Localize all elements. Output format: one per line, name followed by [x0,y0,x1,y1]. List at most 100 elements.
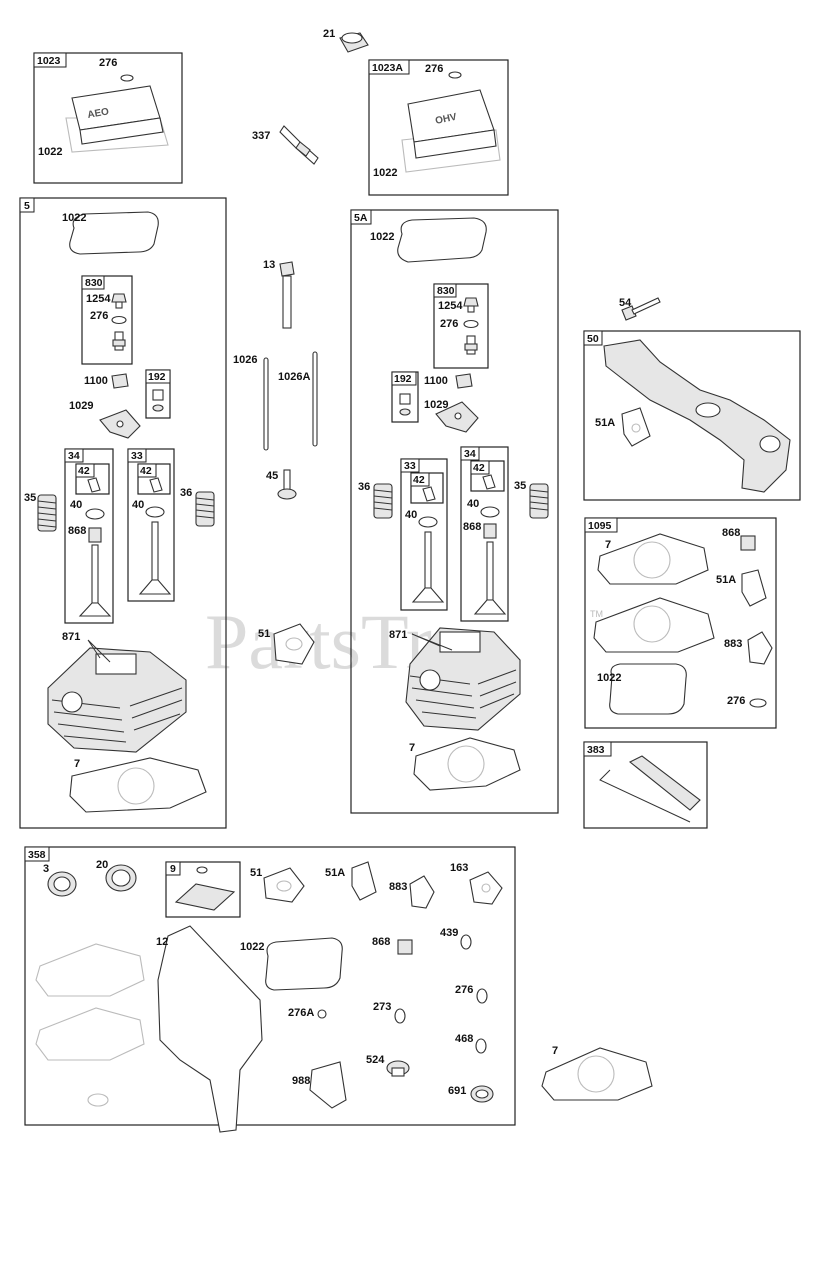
group-5a-box [350,209,559,814]
exhaust-valve-right[interactable] [473,541,507,615]
intake-valve-right[interactable] [411,531,445,603]
washer-276-kit1095[interactable] [749,698,767,708]
group-42-tag-l1 [75,463,95,478]
valve-seal-868-kit1095[interactable] [740,535,756,551]
label-871-b: 871 [389,629,407,641]
retainer-40-l2[interactable] [145,506,165,518]
washer-276a[interactable] [317,1009,327,1019]
push-rod-1026a[interactable] [312,351,318,447]
intake-gasket-51-center[interactable] [273,623,315,665]
valve-spring-36-right[interactable] [373,483,393,519]
retainer-40-r1[interactable] [418,516,438,528]
washer-276-top-left[interactable] [120,74,134,82]
group-34-label-right: 34 [464,448,476,460]
rocker-arm-1029-right[interactable] [435,401,479,433]
rocker-arm-1029-left[interactable] [99,409,141,439]
head-gasket-kit1095-b[interactable] [593,597,715,653]
valve-cover-1023a[interactable]: OHV [401,89,501,173]
group-5-label: 5 [24,200,30,212]
spark-plug-337[interactable] [279,125,319,165]
oring-439[interactable] [460,934,472,950]
group-192-tag-left [145,369,171,384]
adjust-nut-1254-right[interactable] [463,297,479,313]
gasket-51a-box50[interactable] [621,407,651,447]
gasket-51a-kit358[interactable] [351,861,377,901]
valve-seal-868-right[interactable] [483,523,497,539]
keeper-42-r2[interactable] [482,474,496,490]
washer-276-box5[interactable] [111,315,127,325]
valve-spring-35-right[interactable] [529,483,549,519]
group-33-box-right [400,458,448,611]
head-gasket-7-kit1095[interactable] [597,533,709,585]
kit9-washer[interactable] [196,866,208,874]
group-34-box-left [64,448,114,624]
oil-seal-3[interactable] [47,871,77,897]
gasket-1022-kit358[interactable] [265,937,343,991]
rocker-stud-right[interactable] [464,335,478,355]
rocker-stud-left[interactable] [112,331,126,351]
guide-plate-1100-right[interactable] [455,373,473,389]
retainer-40-r2[interactable] [480,506,500,518]
gasket-163[interactable] [469,871,503,905]
gasket-883-kit358[interactable] [409,875,435,909]
leader-871-right [411,633,453,651]
washer-276-kit358[interactable] [476,988,488,1004]
adjust-nut-1254-left[interactable] [111,293,127,309]
label-7-a: 7 [74,758,80,770]
keeper-42-l2[interactable] [149,477,163,493]
cylinder-head-871-right[interactable] [405,627,521,731]
label-988: 988 [292,1075,310,1087]
breather-gasket-988[interactable] [309,1061,347,1109]
group-1023-box [33,52,183,184]
valve-spring-35-left[interactable] [37,494,57,532]
oil-seal-691[interactable] [470,1085,494,1103]
intake-manifold-50[interactable] [603,339,791,493]
intake-valve-left[interactable] [138,521,172,595]
label-13: 13 [263,259,275,271]
keeper-42-r1[interactable] [422,486,436,502]
cylinder-head-871-left[interactable] [47,647,187,753]
oring-273[interactable] [394,1008,406,1024]
label-54: 54 [619,297,632,309]
spark-plug-wrench-383[interactable] [599,755,701,823]
gasket-1022-box5[interactable] [69,211,159,255]
head-gasket-7-left[interactable] [69,757,207,813]
keeper-42-l1[interactable] [87,477,101,493]
push-rod-1026[interactable] [263,357,269,451]
retainer-40-l1[interactable] [85,508,105,520]
label-468: 468 [455,1033,473,1045]
valve-cover-1023[interactable]: AEO [65,85,169,153]
crankcase-gasket-12[interactable] [157,925,263,1133]
plug-524[interactable] [386,1060,410,1077]
bolt-54[interactable] [621,297,661,321]
oil-cap-21[interactable] [339,32,369,53]
head-gasket-7-right[interactable] [413,737,521,791]
gasket-1022-kit1095[interactable] [609,663,687,715]
group-42-label-l1: 42 [78,465,90,477]
head-gasket-7-standalone[interactable] [541,1047,653,1101]
group-33-label-left: 33 [131,450,143,462]
kit9-gasket[interactable] [174,883,236,911]
head-bolt-13[interactable] [279,261,295,329]
group-5-tag [19,197,35,213]
oring-468[interactable] [475,1038,487,1054]
tappet-45[interactable] [277,469,297,500]
valve-seal-868-left[interactable] [88,527,102,543]
gasket-51-kit358[interactable] [263,867,305,903]
gasket-1022-box5a[interactable] [397,217,487,263]
washer-276-top-center[interactable] [448,71,462,79]
guide-plate-1100-left[interactable] [111,373,129,389]
label-276-e: 276 [727,695,745,707]
group-830-tag-left [81,275,105,290]
gasket-51a-kit1095[interactable] [741,569,767,607]
gasket-883-kit1095[interactable] [747,631,773,665]
oil-seal-20[interactable] [105,864,137,892]
cap-192-left[interactable] [152,389,164,412]
label-868-a: 868 [68,525,86,537]
exhaust-valve-left[interactable] [78,544,112,617]
valve-seal-868-kit358[interactable] [397,939,413,955]
cap-192-right[interactable] [399,393,411,416]
valve-spring-36-left[interactable] [195,491,215,527]
label-1100-a: 1100 [84,375,108,387]
washer-276-box5a[interactable] [463,319,479,329]
